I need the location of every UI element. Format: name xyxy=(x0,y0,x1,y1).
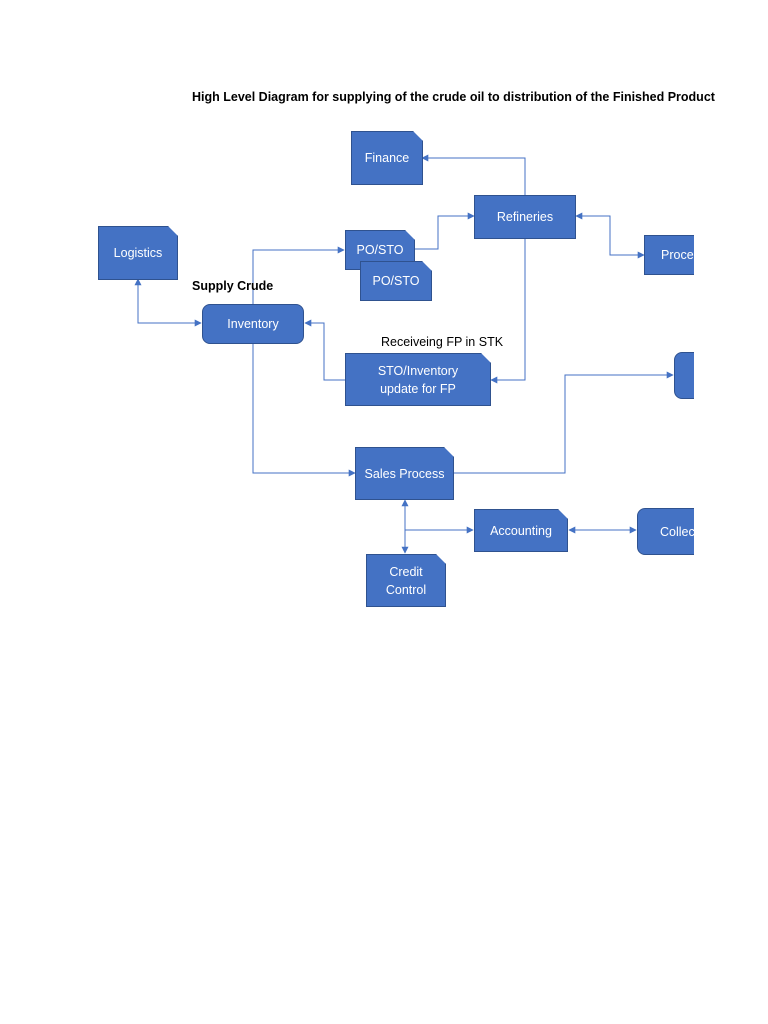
node-accounting: Accounting xyxy=(474,509,568,552)
connector-inventory-posto xyxy=(252,246,345,304)
node-right-clipped xyxy=(674,352,694,399)
connector-refineries-finance xyxy=(421,154,526,195)
node-process: Process xyxy=(644,235,694,275)
label-receiving-fp: Receiveing FP in STK xyxy=(381,335,504,349)
node-finance: Finance xyxy=(351,131,423,185)
node-inventory: Inventory xyxy=(202,304,304,344)
node-credit-control: Credit Control xyxy=(366,554,446,607)
node-refineries: Refineries xyxy=(474,195,576,239)
connector-inventory-sales xyxy=(252,344,356,477)
connectors xyxy=(134,154,674,554)
node-collection: Collection xyxy=(637,508,694,555)
diagram-canvas: Finance Refineries Logistics PO/STO PO/S… xyxy=(0,0,694,1024)
connector-sales-accounting xyxy=(401,499,474,534)
label-supply-crude: Supply Crude xyxy=(192,279,274,293)
diagram-title: High Level Diagram for supplying of the … xyxy=(192,90,715,104)
connector-sto-inventory xyxy=(304,319,345,381)
connector-refineries-sto xyxy=(490,238,526,384)
node-po-sto-2: PO/STO xyxy=(360,261,432,301)
node-sto-inventory-update: STO/Inventory update for FP xyxy=(345,353,491,406)
node-logistics: Logistics xyxy=(98,226,178,280)
connector-posto-refineries xyxy=(414,212,475,250)
connector-refineries-process xyxy=(575,212,645,259)
connector-logistics-inventory xyxy=(134,278,202,327)
connector-sales-right xyxy=(454,371,674,474)
node-sales-process: Sales Process xyxy=(355,447,454,500)
